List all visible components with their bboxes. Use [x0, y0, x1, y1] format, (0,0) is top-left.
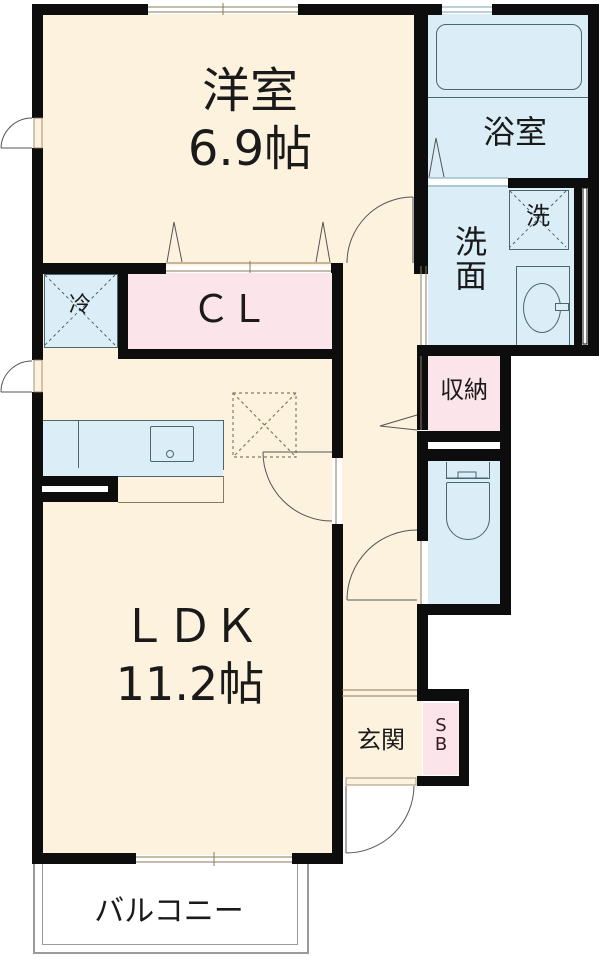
closet-floor: [128, 273, 332, 349]
balcony-label: バルコニー: [94, 894, 244, 929]
toilet-bowl: [446, 482, 490, 540]
wall-bath-washroom: [508, 178, 598, 188]
wall-left-lower: [32, 392, 43, 864]
storage-label: 収納: [440, 376, 488, 404]
wall-sb-bottom: [417, 776, 469, 786]
wall-hall-right-mid: [417, 431, 428, 541]
wall-hall-right-lower: [417, 604, 428, 699]
door-western-hall: [346, 196, 414, 264]
wall-left-upper: [32, 4, 43, 118]
door-toilet: [346, 529, 418, 601]
closet-sliding-door: [166, 261, 331, 273]
washroom-label: 洗 面: [454, 223, 487, 295]
storage-floor: [428, 356, 500, 432]
wall-sb-top: [417, 689, 469, 701]
bathroom-floor: [428, 14, 588, 178]
washer-label: 洗: [526, 202, 550, 230]
door-entrance: [345, 785, 415, 854]
western-room-floor: [42, 14, 414, 266]
bathtub-divider: [428, 97, 588, 98]
washer-space-box: [509, 190, 569, 250]
wall-closet-right: [332, 263, 343, 458]
hallway-floor: [342, 266, 420, 696]
ldk-label: ＬＤＫ: [121, 599, 259, 653]
kitchen-lower-band: [42, 468, 223, 477]
kitchen-counter-divider: [78, 420, 79, 468]
wall-bottom-right: [292, 853, 342, 864]
door-bath: [428, 177, 508, 187]
bathtub-icon: [436, 24, 582, 90]
fridge-label: 冷: [68, 293, 91, 318]
western-room-label: 洋室: [201, 63, 298, 119]
wall-storage-bottom: [417, 431, 511, 442]
wall-top-left: [32, 4, 148, 15]
bathroom-label: 浴室: [482, 113, 547, 151]
kitchen-sink-icon: [150, 426, 194, 462]
door-ldk-left: [0, 360, 33, 393]
wall-toilet-bottom: [417, 604, 511, 615]
wall-bottom-left: [32, 853, 136, 864]
window-balcony: [136, 852, 292, 866]
wall-left-mid: [32, 148, 43, 360]
fridge-x-icon: [44, 274, 116, 346]
window-top: [148, 3, 298, 15]
wall-hall-right-upper: [417, 345, 428, 430]
balcony-outer-rail: [33, 862, 309, 954]
closet-label: ＣＬ: [191, 287, 268, 331]
wall-storage-right: [500, 345, 511, 615]
wall-western-bottom: [32, 263, 166, 274]
door-ldk-hall: [262, 451, 333, 522]
wall-sb-right: [459, 689, 469, 785]
balcony-inner-rail: [42, 862, 298, 945]
wall-ldk-right: [332, 524, 343, 864]
entrance-label: 玄関: [357, 726, 405, 754]
faucet-icon: [555, 303, 569, 311]
ceiling-hatch-icon: [232, 392, 297, 458]
wall-top-right: [298, 4, 442, 15]
shoe-box-floor: [423, 703, 459, 775]
wall-top-bath: [492, 4, 598, 15]
wall-closet-bottom: [118, 349, 343, 359]
wall-toilet-top: [417, 449, 511, 461]
kitchen-lower-cabinet: [118, 476, 224, 503]
wall-washroom-right: [574, 185, 582, 345]
entrance-floor: [342, 696, 422, 778]
wall-bath-left: [414, 4, 428, 274]
kitchen-stub-inset: [42, 486, 108, 492]
washer-x-icon: [509, 190, 567, 248]
ldk-size: 11.2帖: [115, 657, 265, 711]
shoe-box-label: S B: [434, 715, 448, 755]
window-bath: [442, 6, 492, 13]
kitchen-drain-icon: [166, 450, 174, 458]
wall-closet-left: [118, 263, 128, 358]
door-western-left: [0, 117, 33, 149]
western-room-size: 6.9帖: [187, 121, 313, 177]
